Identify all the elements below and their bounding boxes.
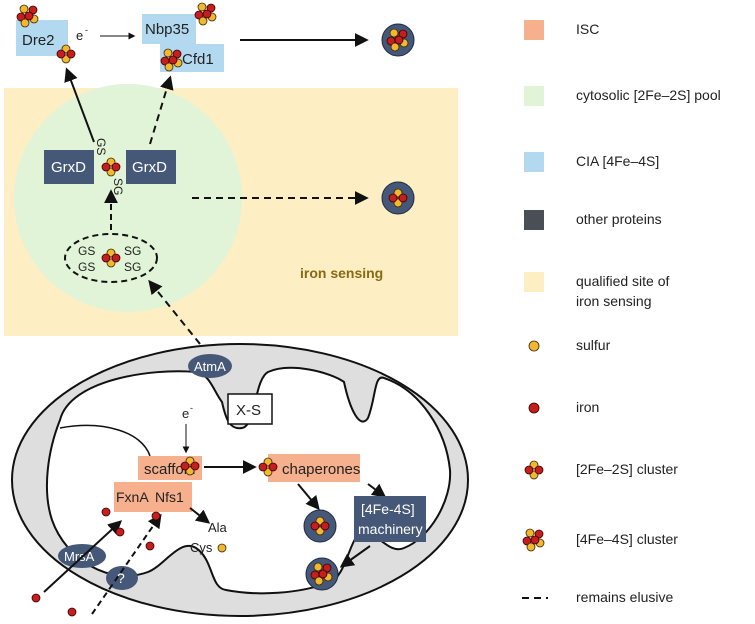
sg-label-b: SG — [124, 260, 141, 274]
machinery-label-line2: machinery — [358, 521, 423, 537]
legend-label: remains elusive — [576, 589, 674, 605]
sulfur-icon — [217, 543, 227, 553]
iron-icon — [115, 527, 125, 537]
cys-label: Cys — [190, 540, 213, 555]
grxd-right-box — [126, 150, 176, 184]
legend-label: qualified site of — [576, 273, 670, 289]
machinery-to-protein-arrow — [339, 545, 371, 568]
ala-label: Ala — [208, 520, 228, 535]
glutathione-cluster-ellipse — [64, 233, 158, 283]
dre2-label: Dre2 — [22, 32, 55, 49]
mrsa-label: MrsA — [64, 549, 95, 564]
mitochondrion-inner-membrane — [45, 366, 452, 595]
cytosolic-pool-region — [14, 84, 242, 312]
legend-label: sulfur — [576, 337, 611, 353]
legend-item-elusive: remains elusive — [520, 584, 755, 612]
cluster-4fe4s-icon — [194, 2, 217, 26]
electron-superscript: - — [85, 25, 88, 35]
iron-icon — [151, 511, 161, 521]
gs-vertical-label: GS — [94, 138, 108, 155]
pathway-diagram: Dre2 e - Nbp35 Cfd1 GrxD GrxD GS SG GS S… — [4, 2, 469, 617]
chaperones-box — [268, 454, 360, 482]
unknown-transporter-label: ? — [117, 570, 125, 586]
target-protein-2fe2s — [381, 181, 415, 215]
iron-icon — [145, 541, 155, 551]
grxd-left-label: GrxD — [51, 159, 86, 176]
mrsa-import-arrow — [43, 520, 123, 593]
legend-label: [2Fe–2S] cluster — [576, 461, 678, 477]
fxna-label: FxnA — [116, 489, 149, 505]
chaperones-label: chaperones — [282, 461, 360, 478]
legend-label-line2: iron sensing — [576, 293, 652, 309]
iron-icon — [31, 593, 41, 603]
nfs1-label: Nfs1 — [155, 489, 184, 505]
mitochondrion-crista-left — [59, 424, 151, 457]
sg-vertical-label: SG — [111, 178, 125, 195]
pool-swatch — [524, 86, 544, 106]
cia-swatch — [524, 152, 544, 172]
legend-item-cia: CIA [4Fe–4S] — [520, 148, 755, 176]
legend-label: iron — [576, 399, 600, 415]
grxd-to-dre2-arrow — [64, 67, 95, 143]
legend-item-isc: ISC — [520, 16, 755, 44]
xs-label: X-S — [236, 402, 261, 419]
legend-item-cluster-2fe2s: [2Fe–2S] cluster — [520, 456, 755, 484]
grxd-left-box — [44, 150, 94, 184]
mito-protein-2fe2s — [303, 509, 337, 543]
nfs1-box — [152, 482, 192, 512]
machinery-box — [354, 496, 426, 542]
nbp35-box — [142, 14, 196, 44]
sg-label-a: SG — [124, 244, 141, 258]
legend-item-sensing: qualified site of iron sensing — [520, 268, 755, 312]
machinery-label-line1: [4Fe-4S] — [361, 501, 415, 517]
legend-label: other proteins — [576, 211, 662, 227]
legend-label: ISC — [576, 21, 600, 37]
gs-label-a: GS — [78, 244, 95, 258]
chaperones-to-machinery-arrow — [367, 483, 387, 498]
xs-box — [227, 393, 273, 425]
iron-icon — [67, 607, 77, 617]
grxd-right-label: GrxD — [132, 159, 167, 176]
cfd1-label: Cfd1 — [182, 51, 214, 68]
iron-icon — [528, 402, 540, 414]
legend-label: CIA [4Fe–4S] — [576, 153, 660, 169]
legend: ISC cytosolic [2Fe–2S] pool CIA [4Fe–4S]… — [520, 0, 755, 624]
gs-label-b: GS — [78, 260, 95, 274]
atma-to-cytosol-arrow — [148, 279, 201, 345]
nfs1-to-ala-arrow — [189, 507, 211, 524]
mito-electron-superscript: - — [190, 403, 193, 413]
cluster-2fe2s-icon — [524, 460, 544, 480]
legend-label: cytosolic [2Fe–2S] pool — [576, 87, 721, 103]
dashed-line-icon — [522, 597, 548, 599]
legend-item-other: other proteins — [520, 206, 755, 234]
atma-transporter — [188, 354, 232, 378]
legend-item-pool: cytosolic [2Fe–2S] pool — [520, 82, 755, 110]
sensing-swatch — [524, 272, 544, 292]
electron-label: e — [76, 28, 83, 43]
iron-icon — [101, 507, 111, 517]
other-swatch — [524, 210, 544, 230]
chaperones-to-protein-arrow — [297, 483, 320, 511]
nbp35-label: Nbp35 — [145, 21, 189, 38]
isc-swatch — [524, 20, 544, 40]
sulfur-icon — [528, 340, 540, 352]
mito-electron-label: e — [182, 406, 189, 421]
legend-label: [4Fe–4S] cluster — [576, 531, 678, 547]
legend-item-iron: iron — [520, 394, 755, 422]
fxna-box — [114, 482, 152, 512]
legend-item-sulfur: sulfur — [520, 332, 755, 360]
iron-sensing-label: iron sensing — [300, 265, 383, 281]
atma-label: AtmA — [194, 359, 226, 374]
cluster-4fe4s-icon — [522, 528, 545, 552]
legend-item-cluster-4fe4s: [4Fe–4S] cluster — [520, 526, 755, 554]
unknown-transporter — [106, 566, 138, 590]
